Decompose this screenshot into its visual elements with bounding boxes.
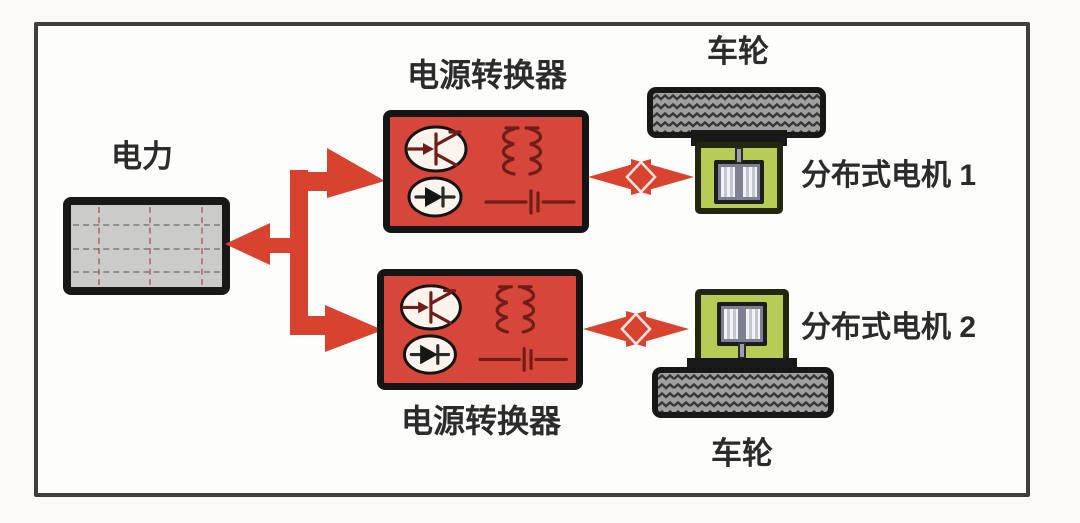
arrow-to-battery (225, 223, 270, 265)
capacitor-icon (484, 189, 576, 215)
power-converter-1 (383, 110, 589, 233)
diode-icon (407, 176, 463, 218)
motor-coil (743, 167, 757, 197)
wheel-bottom (652, 367, 834, 418)
wheel-bottom-label: 车轮 (711, 436, 773, 471)
branch-top-shaft (290, 172, 332, 191)
battery-box (63, 197, 230, 295)
battery-cell-divider (73, 224, 220, 227)
transistor-icon (404, 125, 468, 173)
power-branch-arrows (225, 145, 387, 357)
arrow-to-converter-2 (325, 305, 383, 352)
battery-cell-divider (149, 207, 152, 285)
converter-bottom-label: 电源转换器 (400, 403, 561, 439)
converter-internals (404, 125, 576, 218)
motor-coil (746, 309, 760, 339)
diode-icon (402, 334, 457, 375)
battery-cell-divider (73, 247, 220, 250)
capacitor-icon (478, 347, 568, 372)
converter-internals (399, 284, 568, 375)
motor-coil (721, 167, 735, 197)
motor-1-label: 分布式电机 1 (801, 159, 977, 192)
bidirectional-arrow-1 (587, 156, 695, 198)
branch-left-shaft (265, 238, 308, 253)
motor-housing-2 (695, 289, 789, 369)
branch-bottom-shaft (290, 316, 332, 335)
battery-cells (73, 207, 220, 285)
motor-2-label: 分布式电机 2 (801, 311, 977, 344)
motor-icon (717, 302, 767, 359)
transistor-icon (399, 284, 462, 331)
battery-cell-divider (97, 207, 100, 285)
transformer-icon (495, 285, 536, 334)
power-label: 电力 (111, 139, 173, 174)
wheel-top (647, 87, 826, 138)
transformer-icon (501, 126, 543, 176)
wheel-tread-pattern (658, 373, 828, 412)
motor-coil (724, 309, 738, 339)
converter-top-label: 电源转换器 (406, 57, 567, 93)
motor-shaft (738, 342, 746, 359)
battery-cell-divider (200, 207, 203, 285)
arrow-to-converter-1 (327, 148, 385, 198)
wheel-top-label: 车轮 (707, 34, 769, 69)
bidirectional-arrow-2 (582, 308, 690, 350)
motor-shaft (735, 147, 743, 164)
motor-housing-1 (695, 142, 783, 214)
power-converter-2 (377, 269, 583, 390)
wheel-tread-pattern (653, 93, 820, 132)
motor-icon (714, 147, 764, 204)
battery-cell-divider (73, 270, 220, 273)
